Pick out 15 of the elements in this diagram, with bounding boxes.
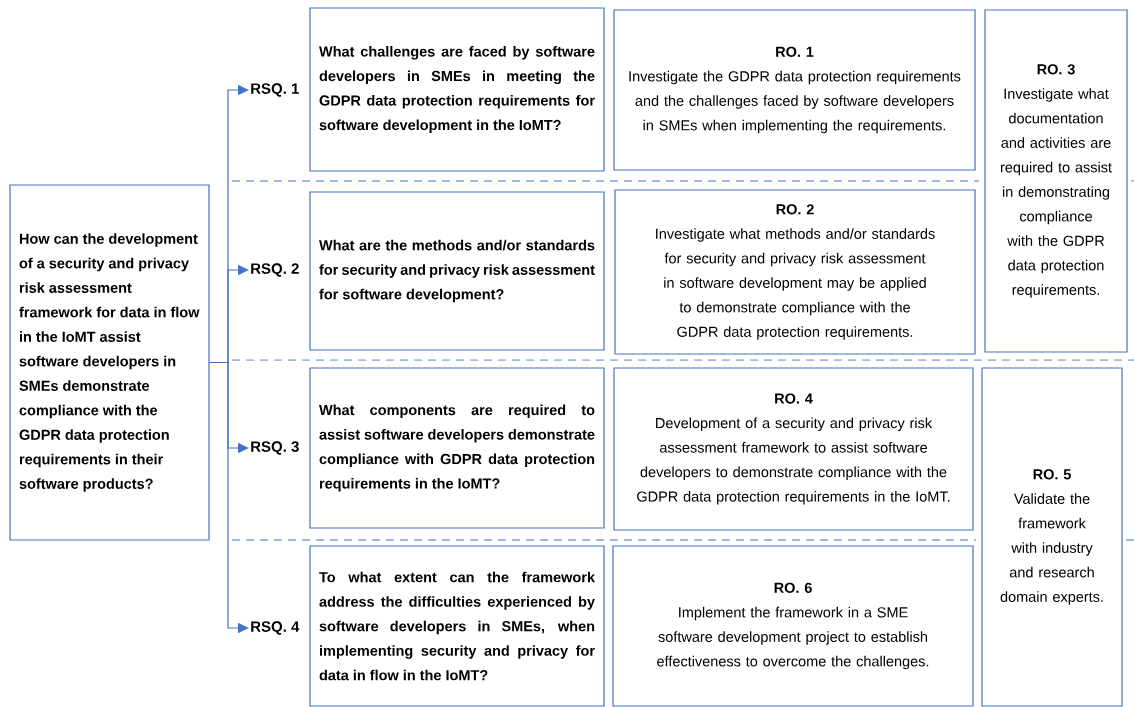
- objective-box: RO. 2 Investigate what methods and/or standards for security and privacy risk assessment in software development may be applied to demonstrate compliance with the GDPR data protection requirements.: [614, 189, 976, 355]
- main-question-box: How can the development of a security and privacy risk assessment framework for data in flow in the IoMT assist software developers in SMEs demonstrate compliance with the GDPR data protection requirements in their software products?: [9, 184, 210, 541]
- objective-box: RO. 3 Investigate what documentation and activities are required to assist in demonstrating compliance with the GDPR data protection requirements.: [984, 9, 1128, 353]
- question-box: To what extent can the framework address the difficulties experienced by software developers in SMEs, when implementing security and privacy for data in flow in the IoMT?: [309, 545, 605, 707]
- question-box: What challenges are faced by software developers in SMEs in meeting the GDPR data protection requirements for software development in the IoMT?: [309, 7, 605, 172]
- question-box: What are the methods and/or standards for security and privacy risk assessment for software development?: [309, 191, 605, 351]
- objective-box: RO. 1 Investigate the GDPR data protection requirements and the challenges faced by software developers in SMEs when implementing the requirements.: [613, 9, 976, 171]
- question-label: RSQ. 4: [251, 621, 300, 635]
- question-box: What components are required to assist software developers demonstrate compliance with GDPR data protection requirements in the IoMT?: [309, 367, 605, 529]
- question-label: RSQ. 2: [251, 263, 299, 277]
- objective-box: RO. 5 Validate the framework with industry and research domain experts.: [981, 367, 1123, 707]
- question-label: RSQ. 1: [251, 83, 299, 97]
- objective-box: RO. 6 Implement the framework in a SME software development project to establish effectiveness to overcome the challenges.: [612, 545, 974, 707]
- question-label: RSQ. 3: [251, 441, 299, 455]
- objective-box: RO. 4 Development of a security and privacy risk assessment framework to assist software developers to demonstrate compliance with the GDPR data protection requirements in the IoMT.: [613, 367, 974, 531]
